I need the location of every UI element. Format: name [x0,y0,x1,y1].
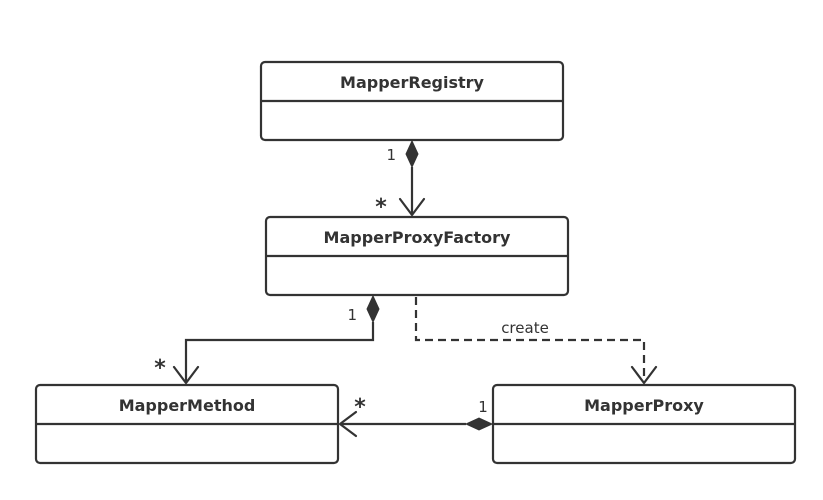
relation-factory-to-proxy[interactable]: create [414,297,658,385]
class-name-mapper-registry: MapperRegistry [340,73,485,92]
composition-diamond [366,294,380,324]
class-mapper-registry[interactable]: MapperRegistry [259,60,565,142]
relation-proxy-to-method[interactable]: 1 * [338,395,494,438]
relation-line [184,322,375,383]
open-arrowhead [172,365,200,385]
class-name-mapper-proxy: MapperProxy [584,396,704,415]
target-multiplicity: * [375,195,387,220]
class-mapper-method[interactable]: MapperMethod [34,383,340,465]
relation-factory-to-method[interactable]: 1 * [154,294,380,385]
class-mapper-proxy-factory[interactable]: MapperProxyFactory [264,215,570,297]
source-multiplicity: 1 [386,146,396,164]
class-mapper-proxy[interactable]: MapperProxy [491,383,797,465]
dependency-label: create [501,319,549,337]
target-multiplicity: * [354,395,366,420]
source-multiplicity: 1 [347,306,357,324]
open-arrowhead [398,197,426,217]
target-multiplicity: * [154,356,166,381]
composition-diamond [464,417,494,431]
class-name-mapper-proxy-factory: MapperProxyFactory [324,228,512,247]
open-arrowhead [338,410,358,438]
class-name-mapper-method: MapperMethod [119,396,256,415]
open-arrowhead [630,365,658,385]
composition-diamond [405,139,419,169]
relation-registry-to-factory[interactable]: 1 * [375,139,426,220]
source-multiplicity: 1 [478,398,488,416]
dependency-line [414,297,646,383]
